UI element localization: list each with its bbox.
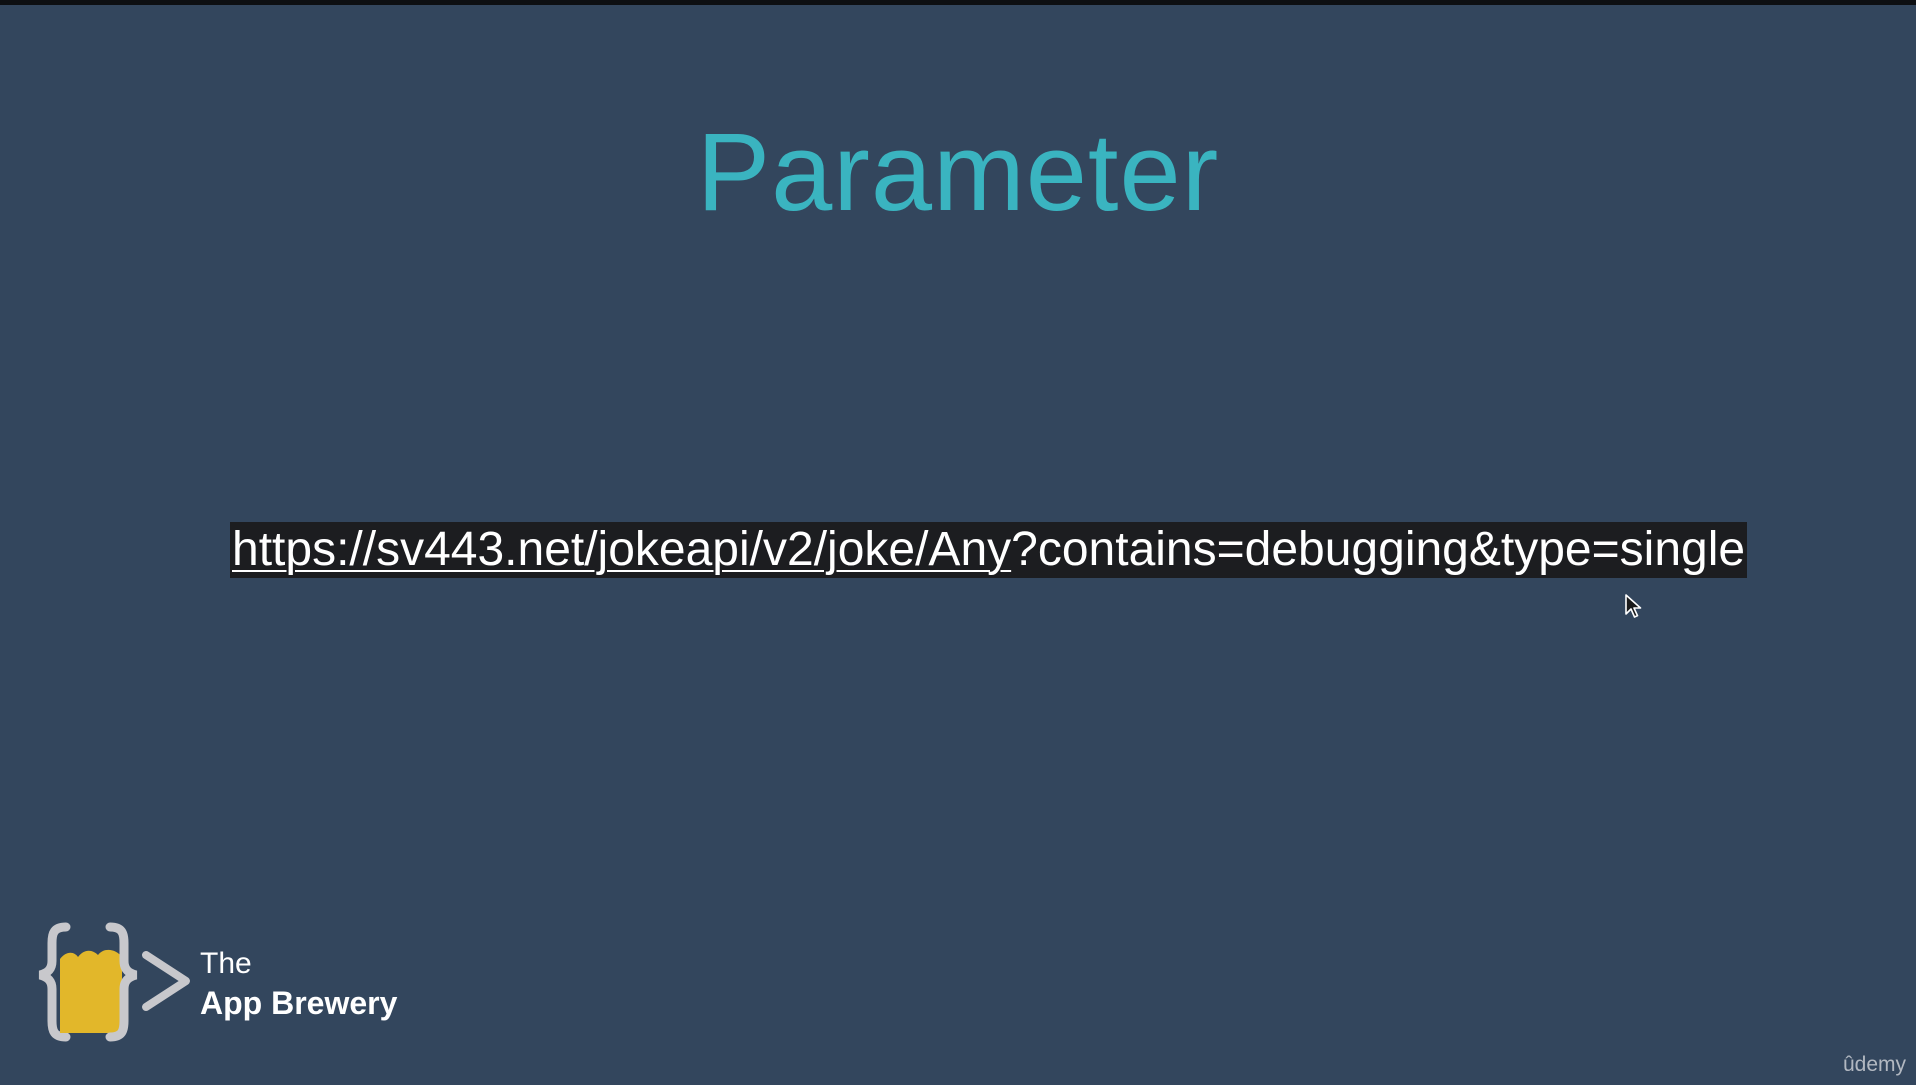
url-text: https://sv443.net/jokeapi/v2/joke/Any?co… bbox=[230, 522, 1748, 578]
app-brewery-logo: The App Brewery bbox=[36, 921, 456, 1043]
logo-brand-text: App Brewery bbox=[200, 985, 398, 1021]
mouse-pointer-icon bbox=[1625, 594, 1642, 618]
curly-braces-beer-glass-icon bbox=[38, 922, 190, 1042]
slide-title: Parameter bbox=[696, 111, 1220, 234]
url-link[interactable]: https://sv443.net/jokeapi/v2/joke/Any bbox=[232, 523, 1012, 576]
url-query: ?contains=debugging&type=single bbox=[1011, 523, 1746, 576]
logo-the-text: The bbox=[200, 947, 252, 980]
udemy-watermark: ûdemy bbox=[1842, 1053, 1906, 1076]
